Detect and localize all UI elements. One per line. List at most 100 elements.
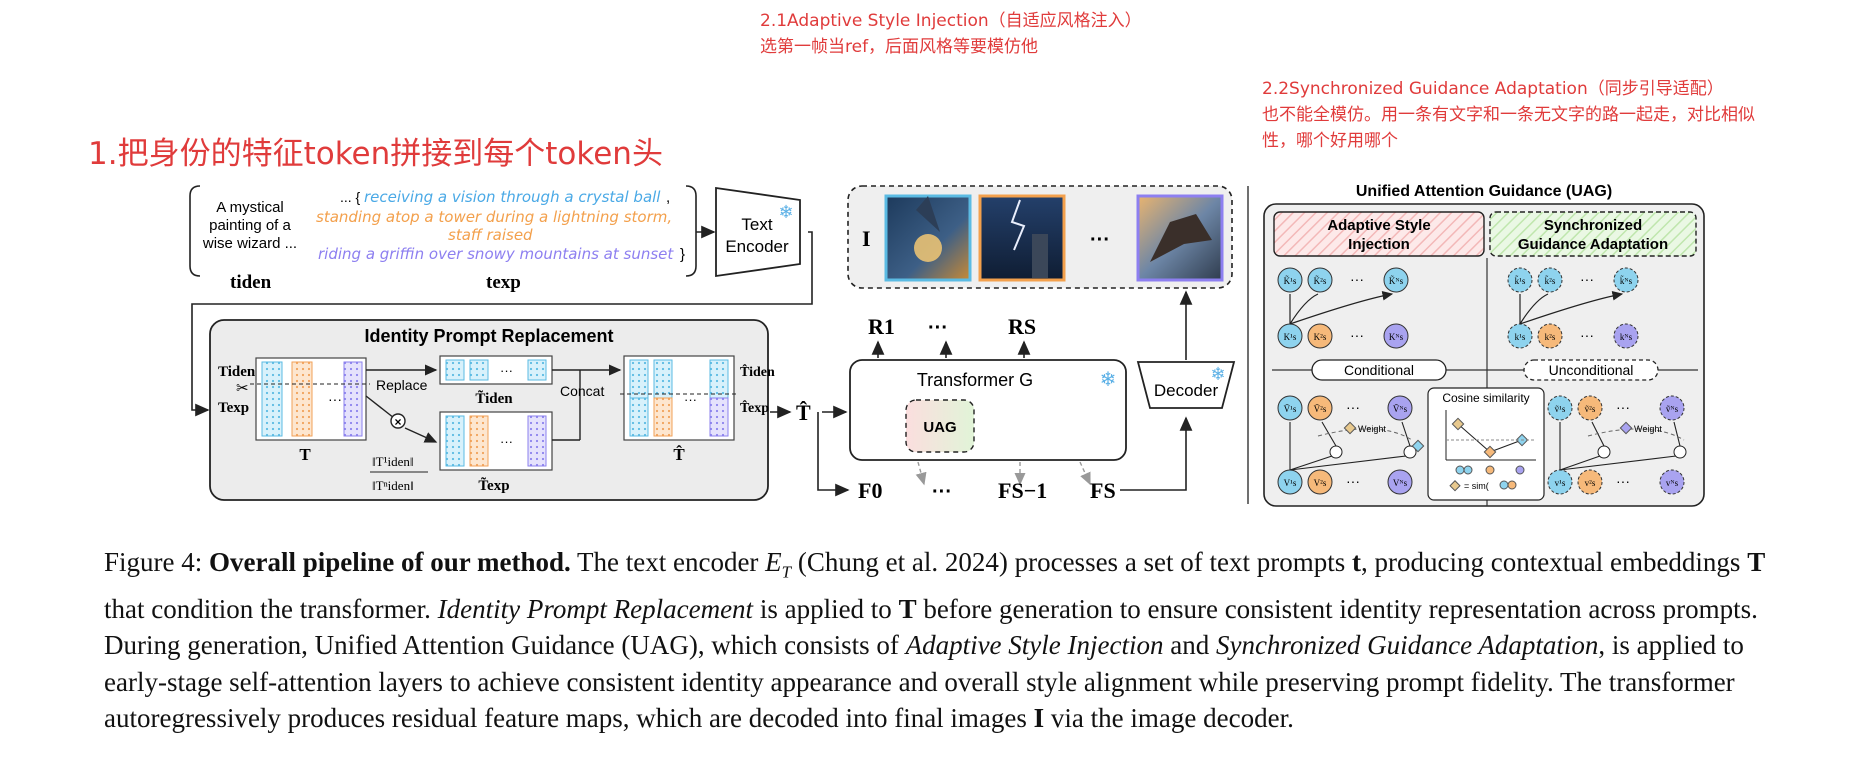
ipr-panel: Identity Prompt Replacement ··· T Tiden … — [209, 319, 775, 501]
svg-text:×: × — [394, 415, 401, 429]
svg-text:Ṽᴺs: Ṽᴺs — [1393, 404, 1408, 414]
prompt-exp-suffix: } — [680, 246, 685, 263]
ipr-title: Identity Prompt Replacement — [364, 326, 613, 346]
uag-panel-title: Unified Attention Guidance (UAG) — [1356, 183, 1612, 200]
svg-text:V¹s: V¹s — [1284, 478, 1297, 488]
snowflake-icon: ❄ — [778, 202, 793, 222]
uag-panel: Unified Attention Guidance (UAG) Adaptiv… — [1263, 183, 1705, 507]
note-ais-title: 2.1Adaptive Style Injection（自适应风格注入） — [760, 11, 1142, 31]
note-sga: 2.2Synchronized Guidance Adaptation（同步引导… — [1262, 76, 1755, 154]
svg-text:···: ··· — [1350, 327, 1364, 343]
ipr-that-exp: T̂exp — [740, 399, 769, 416]
svg-text:K²s: K²s — [1314, 332, 1327, 342]
unconditional-k: ··· ··· k̃¹s k̃²s k̃ᴺs k¹s k²s kᴺs — [1507, 267, 1639, 349]
unconditional-v: ··· ··· ṽ¹s ṽ²s ṽᴺs v¹s v²s vᴺs Weight — [1547, 395, 1687, 495]
svg-text:Vᴺs: Vᴺs — [1393, 478, 1408, 488]
svg-text:···: ··· — [1346, 473, 1360, 489]
r1-label: R1 — [868, 314, 895, 339]
note-ais: 2.1Adaptive Style Injection（自适应风格注入） 选第一… — [760, 8, 1142, 60]
conditional-k: ··· ··· K̃¹s K̃²s K̃ᴺs K¹s K²s Kᴺs — [1277, 267, 1409, 349]
svg-text:vᴺs: vᴺs — [1666, 478, 1679, 488]
svg-text:···: ··· — [500, 363, 513, 378]
transformer-label: Transformer G — [917, 370, 1033, 390]
caption-bold: Overall pipeline of our method. — [209, 547, 571, 577]
fs1-label: FS−1 — [998, 478, 1047, 503]
svg-text:ṽ¹s: ṽ¹s — [1555, 404, 1566, 414]
uag-ais-title: Adaptive Style — [1327, 217, 1430, 234]
svg-text:···: ··· — [1350, 271, 1364, 287]
ipr-that: T̂ — [673, 445, 685, 464]
svg-text:···: ··· — [500, 434, 513, 449]
svg-text:Ṽ¹s: Ṽ¹s — [1284, 404, 1297, 414]
prompt-exp-prefix: ... { — [340, 189, 361, 205]
svg-text:ṽ²s: ṽ²s — [1585, 404, 1596, 414]
svg-text:V²s: V²s — [1314, 478, 1327, 488]
prompt-box: A mystical painting of a wise wizard ...… — [189, 185, 697, 293]
svg-text:K̃¹s: K̃¹s — [1284, 276, 1297, 286]
note-sga-desc-1: 也不能全模仿。用一条有文字和一条无文字的路一起走，对比相似 — [1262, 105, 1755, 125]
prompt-exp-3: riding a griffin over snowy mountains at… — [318, 245, 674, 263]
svg-text:k̃ᴺs: k̃ᴺs — [1620, 276, 1633, 286]
f0-label: F0 — [858, 478, 882, 503]
note-ais-desc: 选第一帧当ref，后面风格等要模仿他 — [760, 37, 1039, 57]
svg-text:v²s: v²s — [1585, 478, 1596, 488]
svg-text:Kᴺs: Kᴺs — [1389, 332, 1404, 342]
ipr-norm-top: ‖T¹iden‖ — [372, 454, 414, 469]
images-label: I — [862, 226, 871, 251]
svg-text:Encoder: Encoder — [725, 237, 789, 256]
conditional-label: Conditional — [1344, 362, 1414, 378]
images-panel: I ··· — [847, 185, 1233, 289]
pipeline-figure: A mystical painting of a wise wizard ...… — [189, 183, 1705, 507]
t-hat-label: T̂ — [796, 400, 811, 425]
svg-text:···: ··· — [1616, 399, 1630, 415]
note-sga-title: 2.2Synchronized Guidance Adaptation（同步引导… — [1262, 79, 1724, 99]
ipr-t-iden: Tiden — [218, 364, 256, 380]
svg-text:Injection: Injection — [1348, 236, 1410, 253]
decoder-label: Decoder — [1154, 381, 1219, 400]
label-t-exp: texp — [486, 272, 521, 293]
ipr-concat: Concat — [560, 383, 604, 399]
r-dots: ··· — [928, 317, 948, 339]
ipr-norm-bottom: ‖Tⁿiden‖ — [372, 478, 414, 493]
svg-text:k¹s: k¹s — [1515, 332, 1526, 342]
svg-text:K̃ᴺs: K̃ᴺs — [1389, 276, 1404, 286]
cosine-label: Cosine similarity — [1442, 391, 1529, 405]
weight-label: Weight — [1358, 424, 1386, 434]
ipr-tilde-iden: T̃iden — [475, 390, 513, 407]
ipr-t-label: T — [299, 445, 311, 464]
ipr-tilde-exp: T̃exp — [478, 477, 509, 494]
ipr-t-exp: Texp — [218, 400, 249, 416]
svg-text:v¹s: v¹s — [1555, 478, 1566, 488]
svg-text:k²s: k²s — [1545, 332, 1556, 342]
prompt-iden-1: A mystical — [216, 199, 284, 216]
svg-text:kᴺs: kᴺs — [1620, 332, 1633, 342]
transformer-block: Transformer G ❄ UAG R1 ··· RS F0 ··· FS−… — [849, 314, 1127, 503]
text-encoder-label: Text — [741, 215, 772, 234]
prompt-exp-1: receiving a vision through a crystal bal… — [364, 188, 661, 206]
prompt-exp-1-sep: , — [666, 189, 670, 206]
svg-text:k̃¹s: k̃¹s — [1515, 276, 1526, 286]
svg-text:Ṽ²s: Ṽ²s — [1314, 404, 1327, 414]
rs-label: RS — [1008, 314, 1036, 339]
svg-text:···: ··· — [1580, 327, 1594, 343]
caption-prefix: Figure 4: — [104, 547, 209, 577]
f-dots: ··· — [932, 481, 952, 503]
svg-text:···: ··· — [684, 392, 697, 407]
svg-text:K̃²s: K̃²s — [1314, 276, 1327, 286]
svg-text:k̃²s: k̃²s — [1545, 276, 1556, 286]
ipr-replace: Replace — [376, 377, 428, 393]
svg-text:···: ··· — [1580, 271, 1594, 287]
svg-text:···: ··· — [1346, 399, 1360, 415]
label-t-iden: tiden — [230, 272, 272, 293]
note-identity: 1.把身份的特征token拼接到每个token头 — [88, 136, 663, 172]
snowflake-icon: ❄ — [1210, 364, 1225, 384]
fs-label: FS — [1090, 478, 1116, 503]
uag-sga-title: Synchronized — [1544, 217, 1642, 234]
note-sga-desc-2: 性，哪个好用哪个 — [1262, 131, 1398, 151]
figure-caption: Figure 4: Overall pipeline of our method… — [104, 547, 1766, 734]
prompt-iden-3: wise wizard ... — [202, 235, 297, 252]
generated-image-2 — [978, 194, 1066, 282]
prompt-exp-2b: staff raised — [448, 226, 533, 244]
prompt-exp-2: standing atop a tower during a lightning… — [316, 208, 672, 226]
uag-label: UAG — [923, 419, 956, 436]
